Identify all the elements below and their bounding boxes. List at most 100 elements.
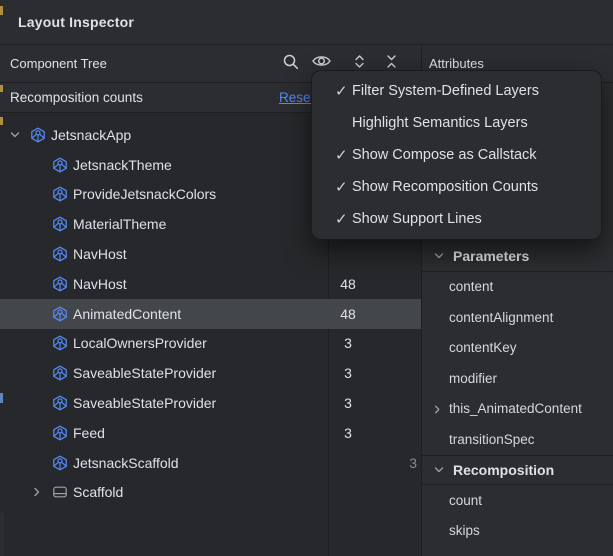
menu-item-filter-system-defined-layers[interactable]: ✓ Filter System-Defined Layers [312,75,601,107]
recomposition-skips: 3 [409,454,417,471]
tree-row-saveablestateprovider-2[interactable]: SaveableStateProvider 3 [0,388,421,418]
attr-row-this-animatedcontent[interactable]: this_AnimatedContent [422,394,613,425]
tree-node-label: Scaffold [73,484,124,501]
attr-row-skips[interactable]: skips [422,516,613,547]
component-tree-header: Component Tree [10,56,107,71]
header-band: Component Tree Attributes [0,45,613,83]
gutter-artifact [0,117,3,125]
tree-row-animatedcontent-selected[interactable]: AnimatedContent 48 [0,298,421,329]
recomposition-count: 48 [340,305,356,322]
view-options-menu: ✓ Filter System-Defined Layers Highlight… [311,70,602,240]
attr-row-contentkey[interactable]: contentKey [422,333,613,364]
attr-label: count [449,492,483,508]
composable-icon [52,186,68,202]
view-options-eye-icon[interactable] [311,52,332,70]
tree-node-label: SaveableStateProvider [73,365,217,382]
section-title: Recomposition [453,461,555,478]
tree-node-label: AnimatedContent [73,305,182,322]
gutter-artifact [0,513,4,556]
composable-icon [52,306,68,322]
menu-item-label: Show Compose as Callstack [352,147,537,163]
tree-row-navhost-2[interactable]: NavHost 48 [0,269,421,299]
tree-row-jetsnacktheme[interactable]: JetsnackTheme [0,150,421,180]
tree-row-materialtheme[interactable]: MaterialTheme [0,209,421,239]
section-recomposition[interactable]: Recomposition [422,454,613,485]
tree-row-saveablestateprovider-1[interactable]: SaveableStateProvider 3 [0,358,421,388]
chevron-down-icon[interactable] [8,128,30,142]
composable-icon [52,365,68,381]
attr-row-contentalignment[interactable]: contentAlignment [422,302,613,333]
section-parameters[interactable]: Parameters [422,241,613,272]
search-icon[interactable] [282,53,300,71]
attr-row-transitionspec[interactable]: transitionSpec [422,424,613,455]
chevron-right-icon[interactable] [30,485,52,499]
tree-row-feed[interactable]: Feed 3 [0,418,421,448]
recomposition-count: 3 [344,335,352,352]
menu-item-label: Show Support Lines [352,211,482,227]
attr-label: skips [449,523,480,539]
gutter-artifact [0,6,3,15]
page-title: Layout Inspector [18,14,134,30]
attr-row-modifier[interactable]: modifier [422,363,613,394]
checkmark-icon: ✓ [335,147,348,164]
tree-node-label: SaveableStateProvider [73,395,217,412]
composable-icon [52,246,68,262]
recomposition-count: 3 [344,365,352,382]
tree-row-scaffold[interactable]: Scaffold [0,478,421,508]
tree-node-label: JetsnackScaffold [73,454,179,471]
tree-row-navhost-1[interactable]: NavHost [0,239,421,269]
collapse-all-icon[interactable] [383,53,400,70]
menu-item-label: Highlight Semantics Layers [352,115,528,131]
tree-node-label: MaterialTheme [73,216,167,233]
section-title: Parameters [453,247,530,264]
chevron-down-icon[interactable] [432,249,448,263]
tree-node-label: NavHost [73,275,127,292]
attr-label: this_AnimatedContent [449,401,582,417]
composable-icon [52,395,68,411]
attr-label: content [449,279,494,295]
composable-icon [52,425,68,441]
tree-row-providejetsnackcolors[interactable]: ProvideJetsnackColors [0,180,421,210]
component-tree: JetsnackApp JetsnackTheme ProvideJetsnac… [0,113,421,507]
tree-node-label: JetsnackTheme [73,156,172,173]
gutter-artifact [0,85,3,92]
recomposition-count: 3 [344,395,352,412]
attr-label: contentAlignment [449,309,554,325]
composable-icon [52,216,68,232]
attr-row-content[interactable]: content [422,272,613,303]
gutter-artifact [0,393,3,403]
composable-icon [52,276,68,292]
composable-icon [52,455,68,471]
chevron-right-icon[interactable] [431,403,444,416]
menu-item-label: Show Recomposition Counts [352,179,539,195]
tree-row-jetsnackscaffold[interactable]: JetsnackScaffold 3 [0,448,421,478]
checkmark-icon: ✓ [335,179,348,196]
tree-node-label: LocalOwnersProvider [73,335,207,352]
checkmark-icon: ✓ [335,211,348,228]
counts-column-divider [328,113,329,556]
attr-row-count[interactable]: count [422,485,613,516]
expand-all-icon[interactable] [351,53,368,70]
chevron-down-icon[interactable] [432,463,448,477]
tree-node-label: ProvideJetsnackColors [73,186,217,203]
menu-item-label: Filter System-Defined Layers [352,83,539,99]
menu-item-highlight-semantics-layers[interactable]: Highlight Semantics Layers [312,107,601,139]
tree-row-localownersprovider[interactable]: LocalOwnersProvider 3 [0,329,421,359]
attr-label: transitionSpec [449,431,535,447]
tree-row-jetsnackapp[interactable]: JetsnackApp [0,120,421,150]
tree-node-label: Feed [73,424,105,441]
attr-label: modifier [449,370,498,386]
attributes-header: Attributes [429,56,484,71]
reset-counts-link[interactable]: Reset [279,90,315,105]
composable-icon [52,335,68,351]
composable-icon [52,157,68,173]
menu-item-show-support-lines[interactable]: ✓ Show Support Lines [312,203,601,235]
attr-label: contentKey [449,340,517,356]
panel-title-bar: Layout Inspector [0,0,613,45]
recomposition-counts-label: Recomposition counts [10,90,143,105]
menu-item-show-compose-as-callstack[interactable]: ✓ Show Compose as Callstack [312,139,601,171]
checkmark-icon: ✓ [335,83,348,100]
attributes-list: Parameters content contentAlignment cont… [422,241,613,546]
menu-item-show-recomposition-counts[interactable]: ✓ Show Recomposition Counts [312,171,601,203]
recomposition-count: 48 [340,275,356,292]
